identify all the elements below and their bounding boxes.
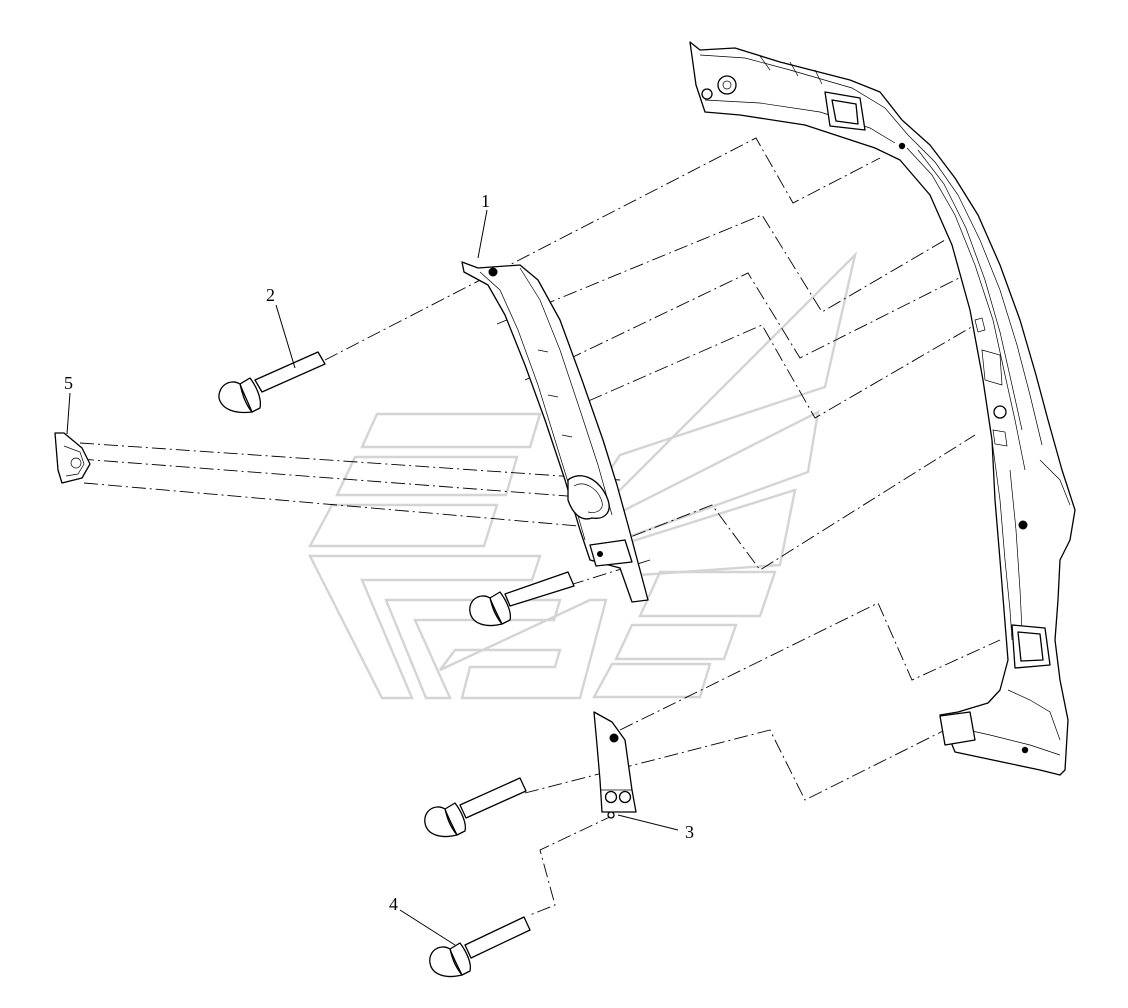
- leader-lines: [66, 209, 679, 946]
- callout-1: 1: [481, 191, 490, 211]
- callout-4: 4: [389, 894, 398, 914]
- callout-5: 5: [64, 373, 73, 393]
- part-5-clip: [54, 432, 91, 484]
- body-side-pillar-frame: [689, 41, 1076, 776]
- screw-part-2: [218, 351, 326, 414]
- callout-3: 3: [685, 822, 694, 842]
- screw-lower: [424, 777, 527, 838]
- assembly-center-lines: [79, 137, 1001, 916]
- callout-2: 2: [266, 285, 275, 305]
- screw-mid: [469, 571, 575, 627]
- screw-part-4: [429, 916, 531, 978]
- part-1-pillar-trim: [461, 261, 649, 603]
- part-3-lower-trim: [593, 711, 637, 819]
